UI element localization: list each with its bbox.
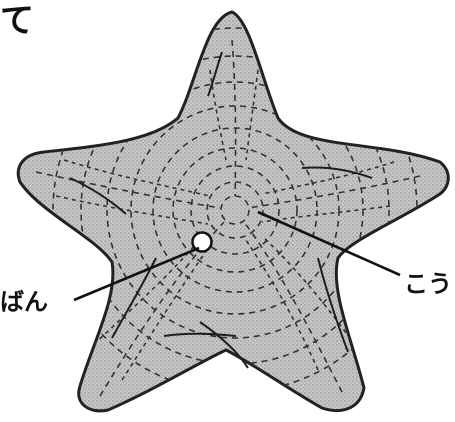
heading-fragment: て [0,1,34,41]
label-right: こう [404,270,452,298]
label-left: ばん [0,288,48,316]
starfish-body [18,12,448,411]
